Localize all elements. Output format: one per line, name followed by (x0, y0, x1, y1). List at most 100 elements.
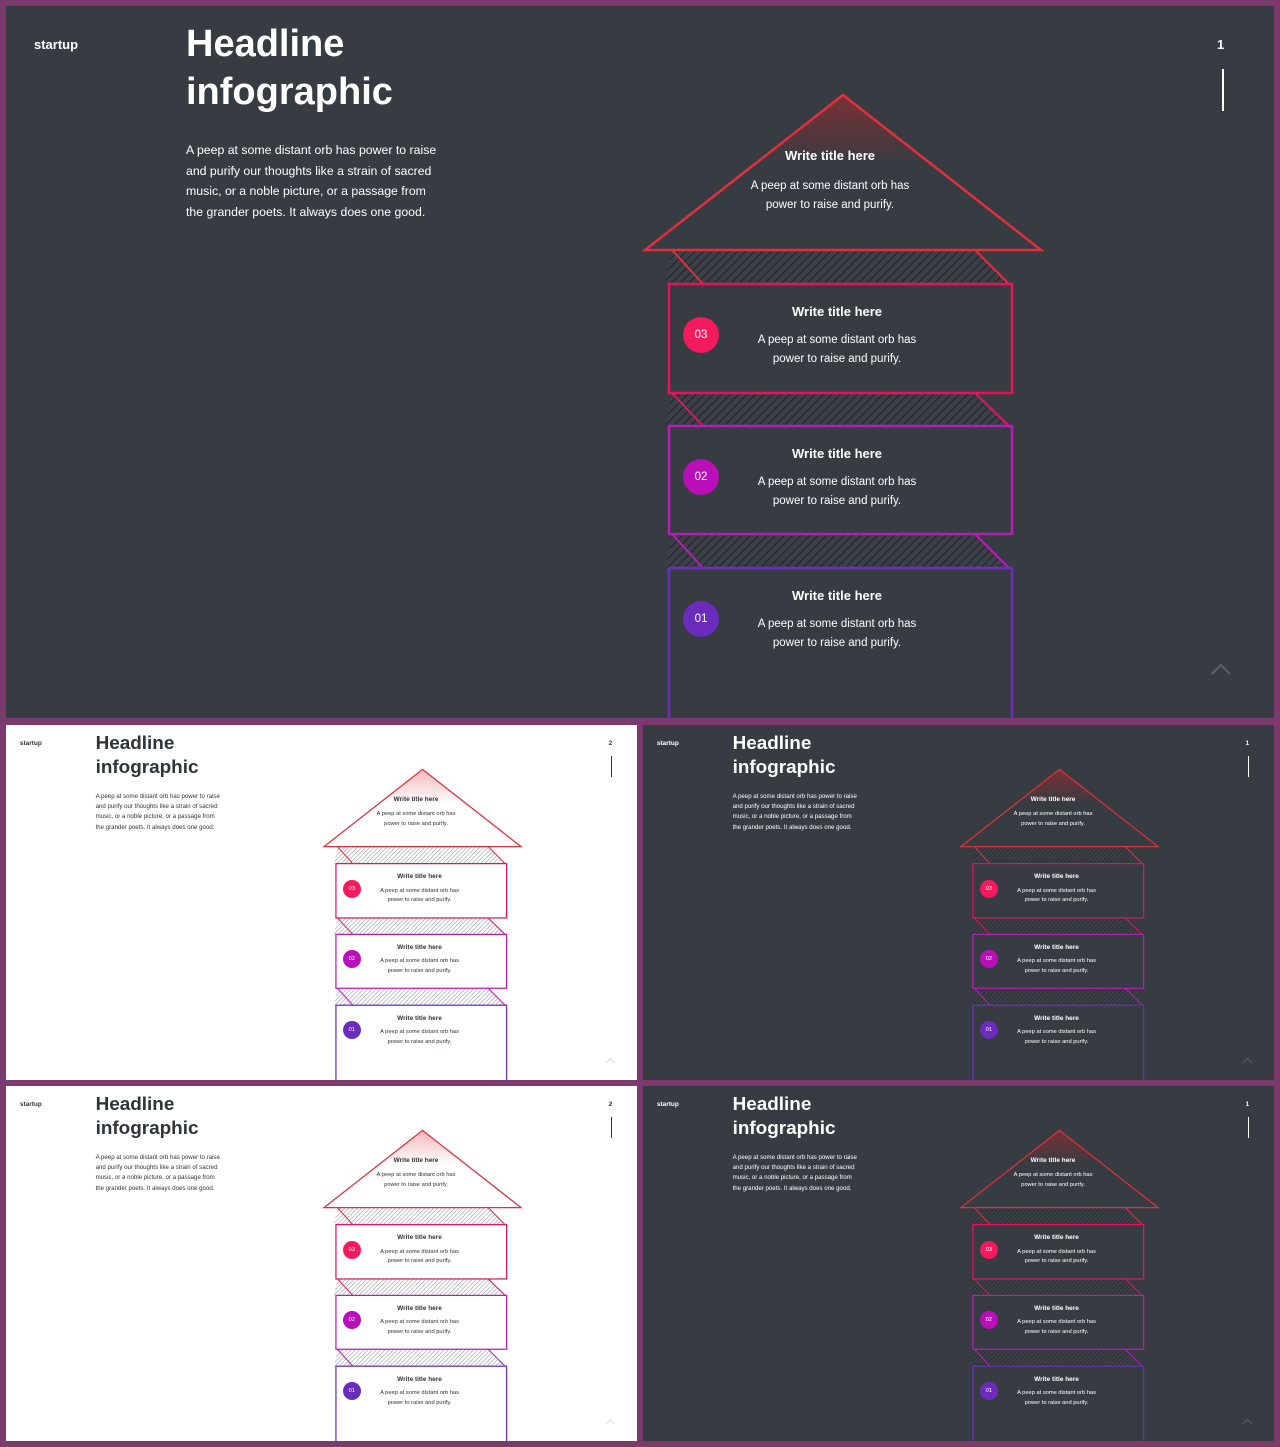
intro-paragraph: A peep at some distant orb has power to … (95, 792, 220, 831)
hatched-connector (970, 917, 1143, 935)
arrow-top-triangle (641, 93, 1045, 252)
step-card-frame (972, 1365, 1145, 1441)
step-card-text: A peep at some distant orb has power to … (380, 1248, 459, 1265)
page-title-line: Headline (732, 732, 812, 754)
step-card-title: Write title here (1034, 873, 1079, 881)
step-number-badge: 03 (683, 317, 719, 353)
step-card-text: A peep at some distant orb has power to … (757, 476, 917, 507)
step-card-title: Write title here (397, 1234, 442, 1242)
arrow-top-triangle (322, 768, 523, 848)
step-card-title: Write title here (397, 1014, 442, 1022)
chevron-up-icon[interactable] (1210, 662, 1232, 676)
step-card-frame (667, 566, 1014, 718)
hatched-connector (970, 846, 1143, 864)
step-number-badge: 02 (342, 950, 361, 969)
step-card-title: Write title here (1034, 1014, 1079, 1022)
step-card-title: Write title here (1034, 1234, 1079, 1242)
triangle-title: Write title here (393, 795, 439, 803)
intro-paragraph: A peep at some distant orb has power to … (186, 143, 437, 220)
step-number-badge: 02 (342, 1311, 361, 1330)
chevron-up-icon[interactable] (605, 1412, 616, 1425)
step-card-title: Write title here (791, 304, 883, 319)
brand-logo: startup (34, 37, 79, 52)
step-number-badge: 02 (683, 459, 719, 495)
page-title-line: infographic (732, 1117, 836, 1139)
step-card-text: A peep at some distant orb has power to … (380, 887, 459, 904)
brand-logo: startup (656, 1101, 679, 1109)
step-card-frame (335, 933, 508, 989)
step-card-title: Write title here (397, 1375, 442, 1383)
step-card-text: A peep at some distant orb has power to … (1017, 1029, 1096, 1045)
step-card-text: A peep at some distant orb has power to … (757, 618, 917, 649)
infographic-graphic (959, 1129, 1160, 1441)
step-card-text: A peep at some distant orb has power to … (380, 1390, 459, 1406)
triangle-text: A peep at some distant orb has power to … (750, 180, 910, 211)
hatched-connector (970, 1278, 1143, 1296)
triangle-title: Write title here (393, 1156, 439, 1164)
step-number-badge: 03 (979, 1240, 998, 1259)
page-title-line: infographic (95, 1117, 199, 1139)
intro-paragraph: A peep at some distant orb has power to … (732, 1153, 857, 1192)
infographic-graphic (959, 768, 1160, 1080)
step-card-title: Write title here (397, 873, 442, 881)
step-card-title: Write title here (397, 1304, 442, 1312)
step-card-text: A peep at some distant orb has power to … (1017, 1248, 1096, 1265)
page-indicator-line (611, 1117, 613, 1139)
page-number: 1 (1217, 37, 1225, 52)
step-card-title: Write title here (397, 943, 442, 951)
page-title-line: infographic (95, 756, 199, 778)
arrow-top-triangle (959, 1129, 1160, 1209)
page-number: 1 (1245, 1101, 1250, 1109)
step-card-text: A peep at some distant orb has power to … (1017, 1319, 1096, 1335)
step-card-text: A peep at some distant orb has power to … (1017, 887, 1096, 904)
step-number-badge: 02 (979, 1311, 998, 1330)
chevron-up-icon[interactable] (605, 1051, 616, 1064)
brand-logo: startup (19, 740, 42, 748)
step-number-badge: 01 (683, 601, 719, 637)
step-card-frame (335, 1365, 508, 1441)
step-card-frame (667, 424, 1014, 536)
brand-logo: startup (656, 740, 679, 748)
step-card-frame (335, 862, 508, 919)
step-card-text: A peep at some distant orb has power to … (380, 958, 459, 974)
page-indicator-line (1248, 1117, 1250, 1139)
intro-paragraph: A peep at some distant orb has power to … (95, 1153, 220, 1192)
page-indicator-line (611, 756, 613, 778)
step-card-frame (972, 933, 1145, 989)
step-number-badge: 01 (342, 1382, 361, 1400)
page-title-line: Headline (732, 1093, 812, 1115)
arrow-top-triangle (959, 768, 1160, 848)
hatched-connector (665, 393, 1009, 426)
page-title-line: infographic (732, 756, 836, 778)
step-card-frame (972, 862, 1145, 919)
hatched-connector (970, 1207, 1143, 1225)
page-number: 1 (1245, 740, 1250, 748)
page-number: 2 (608, 740, 613, 748)
step-card-title: Write title here (1034, 943, 1079, 951)
hatched-connector (970, 1349, 1143, 1367)
hatched-connector (333, 1349, 506, 1367)
page-title-line: Headline (95, 732, 175, 754)
step-number-badge: 01 (979, 1021, 998, 1039)
chevron-up-icon[interactable] (1242, 1051, 1253, 1064)
triangle-title: Write title here (784, 148, 876, 163)
chevron-up-icon[interactable] (1242, 1412, 1253, 1425)
infographic-graphic (322, 1129, 523, 1441)
step-card-title: Write title here (1034, 1304, 1079, 1312)
page-title-line: Headline (95, 1093, 175, 1115)
step-card-text: A peep at some distant orb has power to … (1017, 958, 1096, 974)
step-card-title: Write title here (791, 588, 883, 603)
step-card-text: A peep at some distant orb has power to … (380, 1029, 459, 1045)
triangle-title: Write title here (1030, 795, 1076, 803)
step-number-badge: 02 (979, 950, 998, 969)
page-number: 2 (608, 1101, 613, 1109)
